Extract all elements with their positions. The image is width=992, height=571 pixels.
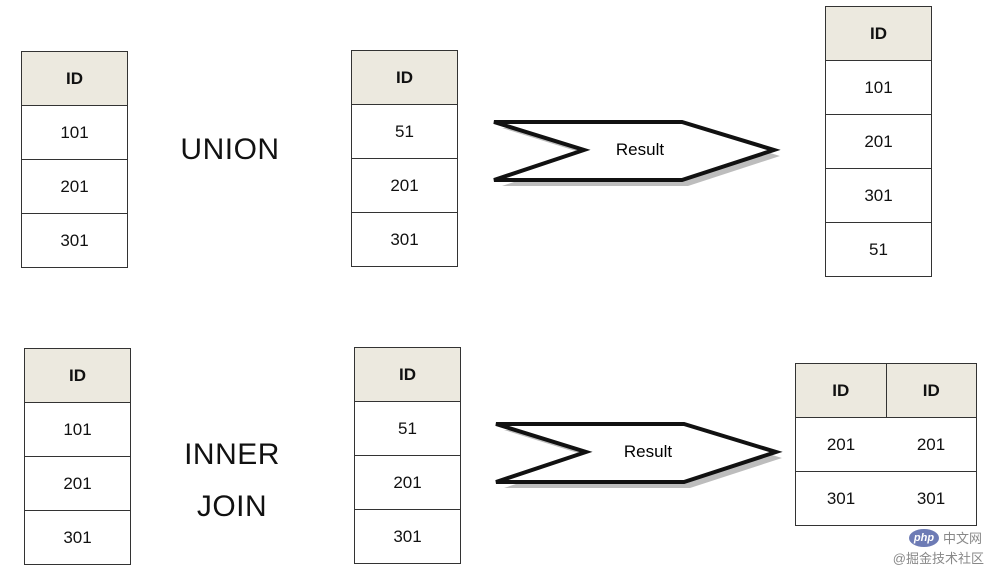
credit-label: @掘金技术社区 <box>892 551 984 566</box>
union-arrow-label: Result <box>616 140 664 159</box>
join-result-arrow: Result <box>495 422 783 488</box>
union-left-cell: 301 <box>21 213 128 268</box>
union-right-cell: 301 <box>351 212 458 267</box>
union-result-cell: 301 <box>825 168 932 223</box>
join-operator-line1: INNER <box>184 438 280 471</box>
union-operator-label: UNION <box>180 133 280 166</box>
join-left-table: ID 101 201 301 <box>24 348 131 565</box>
credit-watermark: @掘金技术社区 <box>893 548 984 567</box>
union-result-header: ID <box>825 6 932 61</box>
join-arrow-label: Result <box>624 442 672 461</box>
join-result-cell: 201 <box>886 417 977 472</box>
union-result-cell: 51 <box>825 222 932 277</box>
union-left-cell: 201 <box>21 159 128 214</box>
php-logo-icon: php <box>908 528 939 547</box>
join-right-cell: 51 <box>354 401 461 456</box>
join-result-cell: 301 <box>886 471 977 526</box>
union-left-cell: 101 <box>21 105 128 160</box>
union-left-table: ID 101 201 301 <box>21 51 128 268</box>
join-left-cell: 301 <box>24 510 131 565</box>
join-result-cell: 201 <box>795 417 886 472</box>
php-site-label: 中文网 <box>942 531 982 546</box>
join-left-cell: 101 <box>24 402 131 457</box>
union-result-arrow: Result <box>493 120 781 186</box>
union-arrow-shape <box>493 120 781 182</box>
union-right-cell: 51 <box>351 104 458 159</box>
join-result-cell: 301 <box>795 471 886 526</box>
join-result-header: ID <box>885 363 977 418</box>
union-result-cell: 201 <box>825 114 932 169</box>
join-result-header: ID <box>795 363 887 418</box>
join-right-cell: 201 <box>354 455 461 510</box>
join-left-header: ID <box>24 348 131 403</box>
union-left-header: ID <box>21 51 128 106</box>
union-right-table: ID 51 201 301 <box>351 50 458 267</box>
join-arrow-shape <box>495 422 783 484</box>
php-watermark: php 中文网 <box>908 528 982 547</box>
join-right-cell: 301 <box>354 509 461 564</box>
join-left-cell: 201 <box>24 456 131 511</box>
join-operator-line2: JOIN <box>196 490 268 523</box>
join-right-table: ID 51 201 301 <box>354 347 461 564</box>
union-result-table: ID 101 201 301 51 <box>825 6 932 277</box>
join-result-table: ID ID 201 201 301 301 <box>795 363 977 526</box>
join-right-header: ID <box>354 347 461 402</box>
union-right-cell: 201 <box>351 158 458 213</box>
union-right-header: ID <box>351 50 458 105</box>
union-result-cell: 101 <box>825 60 932 115</box>
